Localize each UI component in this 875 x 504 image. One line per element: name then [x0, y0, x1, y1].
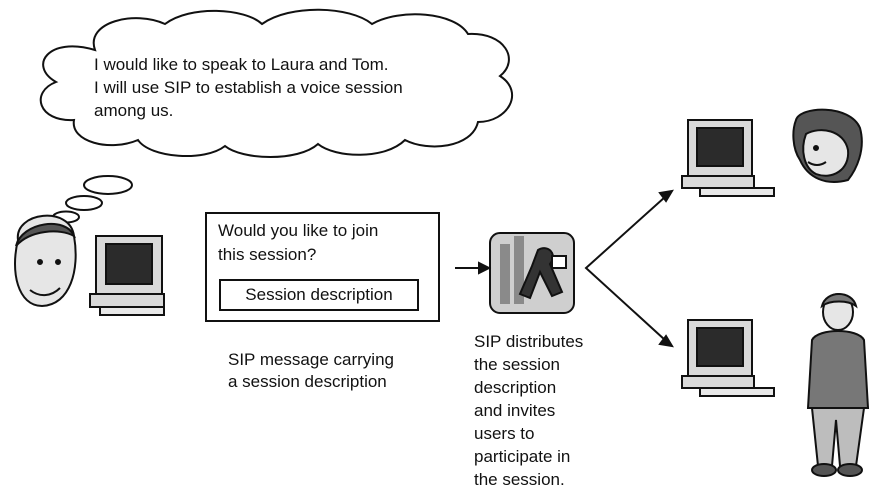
tom-person-icon: [806, 293, 870, 477]
sender-computer-icon: [89, 235, 165, 316]
arrows: [455, 189, 674, 348]
sip-caption-line-3: description: [474, 378, 557, 397]
sip-caption-line-7: the session.: [474, 470, 565, 489]
thought-cloud: [39, 8, 513, 224]
thought-line-2: I will use SIP to establish a voice sess…: [94, 78, 403, 97]
sip-message-box: [205, 212, 440, 322]
laura-computer-icon: [681, 119, 775, 197]
message-caption-line-1: SIP message carrying: [228, 350, 394, 369]
message-question-line-1: Would you like to join: [218, 221, 379, 240]
thought-line-1: I would like to speak to Laura and Tom.: [94, 55, 389, 74]
sip-caption-line-5: users to: [474, 424, 535, 443]
tom-computer-icon: [681, 319, 775, 397]
sip-caption-line-2: the session: [474, 355, 560, 374]
sip-caption-line-4: and invites: [474, 401, 556, 420]
sip-caption-line-6: participate in: [474, 447, 571, 466]
sip-caption-line-1: SIP distributes: [474, 332, 584, 351]
session-description-box: Session description: [219, 279, 419, 311]
message-question-line-2: this session?: [218, 245, 317, 264]
laura-person-icon: [792, 108, 863, 183]
thought-line-3: among us.: [94, 101, 174, 120]
sender-person-icon: [14, 214, 77, 308]
sip-courier-icon: [489, 232, 575, 314]
message-caption-line-2: a session description: [228, 372, 387, 391]
